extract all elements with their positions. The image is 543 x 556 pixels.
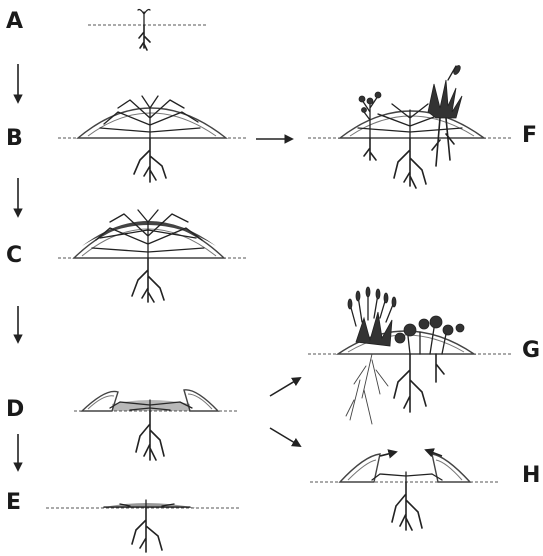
stage-label-b: B — [6, 126, 23, 151]
stage-a-seedling — [88, 10, 208, 51]
stage-label-g: G — [522, 338, 540, 363]
stage-b-dome — [58, 96, 248, 182]
stage-d-collapse — [74, 390, 238, 460]
stage-label-e: E — [6, 490, 21, 515]
arrow-d-to-h — [270, 428, 300, 446]
arrow-h-inward-left — [380, 452, 396, 456]
stage-h-collapse — [310, 450, 500, 530]
stage-f-colonized — [308, 64, 512, 188]
stage-label-h: H — [522, 463, 540, 488]
stage-g-vegetated — [308, 287, 512, 424]
arrow-d-to-g — [270, 378, 300, 396]
stage-c-dome — [58, 210, 248, 302]
stage-label-c: C — [6, 243, 22, 268]
stage-label-d: D — [6, 397, 24, 422]
stage-label-a: A — [6, 9, 23, 34]
stage-e-flat — [46, 500, 240, 552]
stage-label-f: F — [522, 123, 537, 148]
